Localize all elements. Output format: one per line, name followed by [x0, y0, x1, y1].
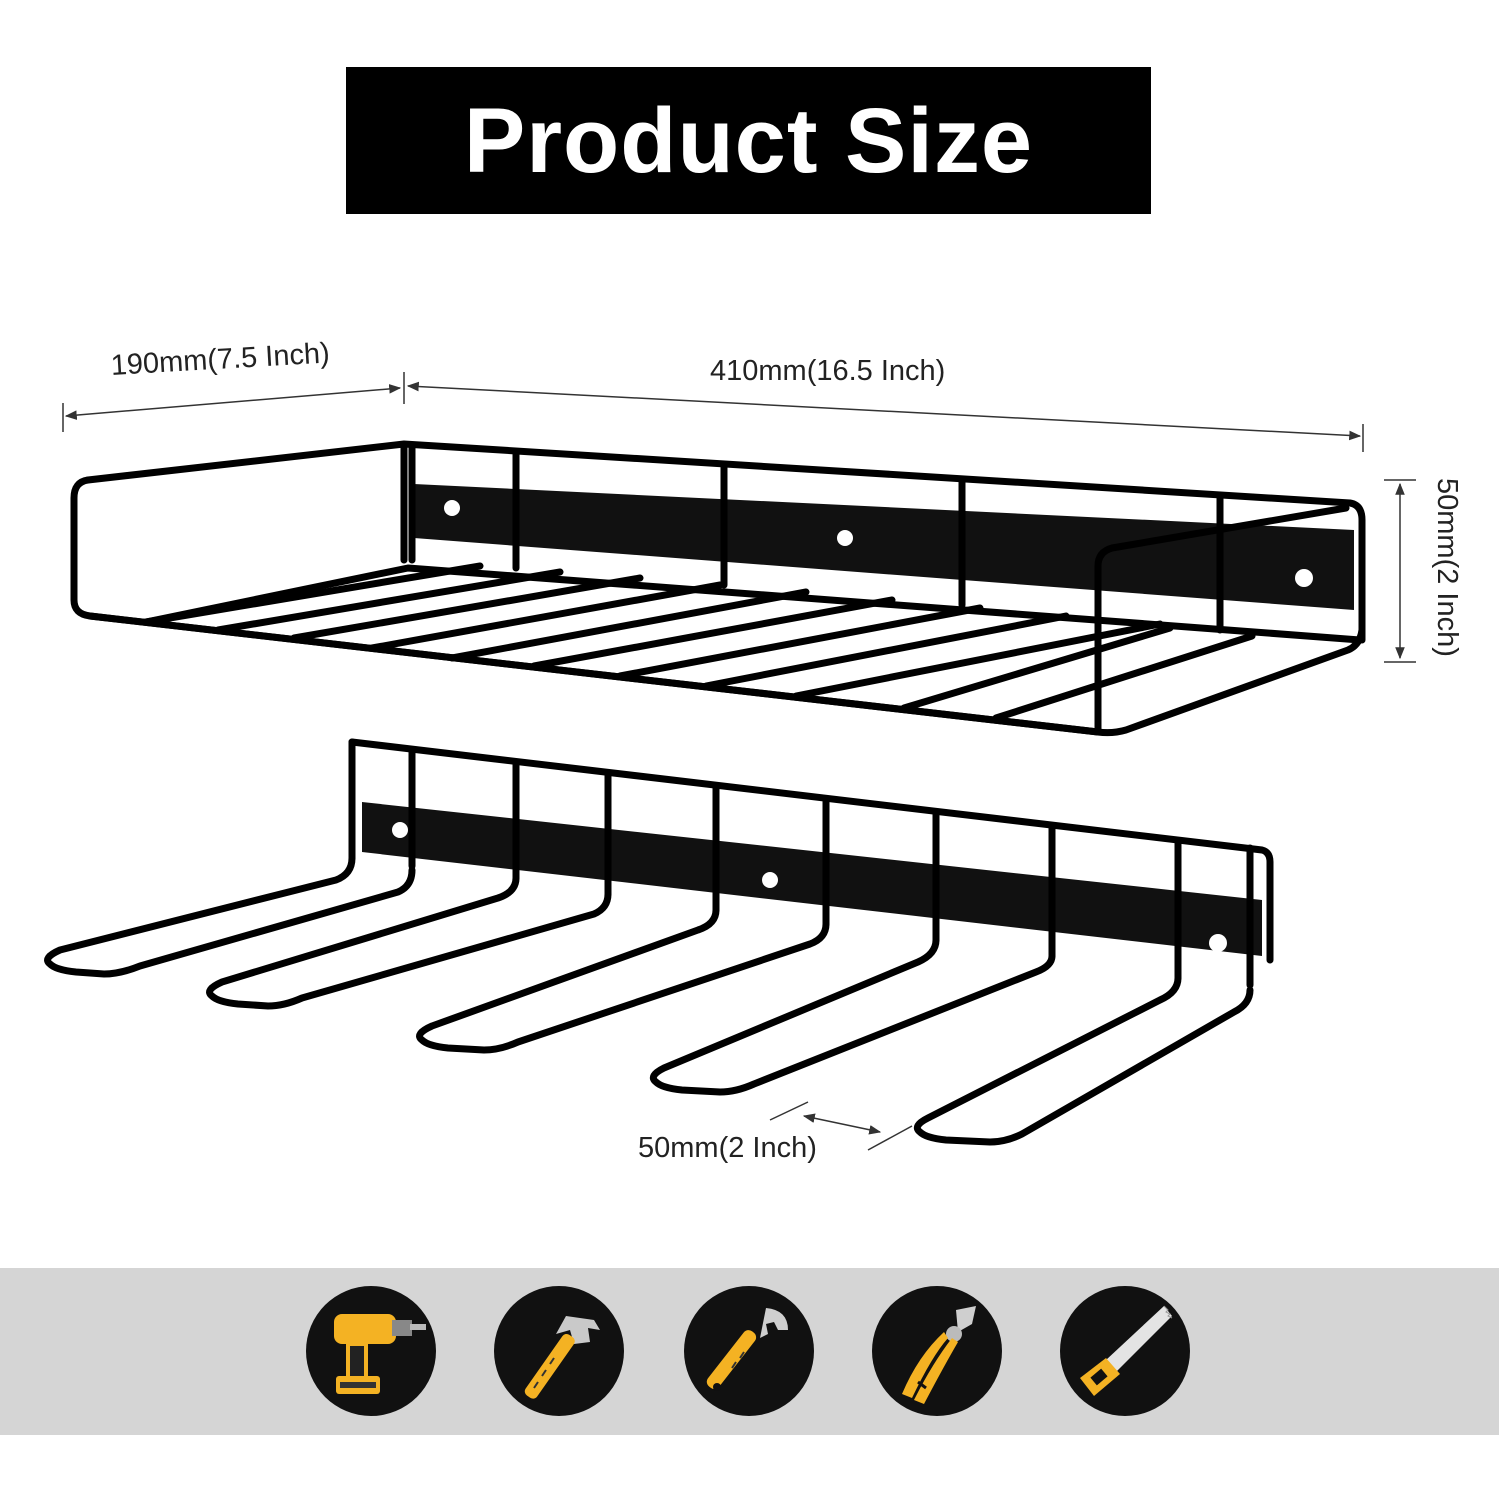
- tool-circle-wrench: [684, 1286, 814, 1416]
- depth-dimension-arrow: [62, 372, 405, 432]
- lower-tool-hanger-rack: [44, 738, 1274, 1146]
- length-dimension-arrow: [406, 381, 1364, 452]
- title-banner: Product Size: [346, 67, 1151, 214]
- product-illustration: [44, 372, 1416, 1151]
- hand-saw-icon: [1080, 1305, 1173, 1396]
- slot-spacing-dimension-arrow: [769, 1101, 913, 1151]
- cordless-drill-icon: [334, 1314, 426, 1394]
- compatible-tools-band: [0, 1268, 1499, 1435]
- upper-shelf-rack: [70, 440, 1366, 737]
- hammer-icon: [524, 1316, 600, 1399]
- adjustable-wrench-icon: [706, 1308, 788, 1391]
- tool-circle-hammer: [494, 1286, 624, 1416]
- length-dimension-label: 410mm(16.5 Inch): [710, 355, 946, 387]
- page-title: Product Size: [463, 89, 1034, 192]
- tool-circle-saw: [1060, 1286, 1190, 1416]
- slot-spacing-dimension-label: 50mm(2 Inch): [638, 1132, 817, 1164]
- tool-circle-drill: [306, 1286, 436, 1416]
- pliers-icon: [902, 1306, 976, 1404]
- height-dimension-arrow: [1384, 479, 1416, 663]
- tool-circle-pliers: [872, 1286, 1002, 1416]
